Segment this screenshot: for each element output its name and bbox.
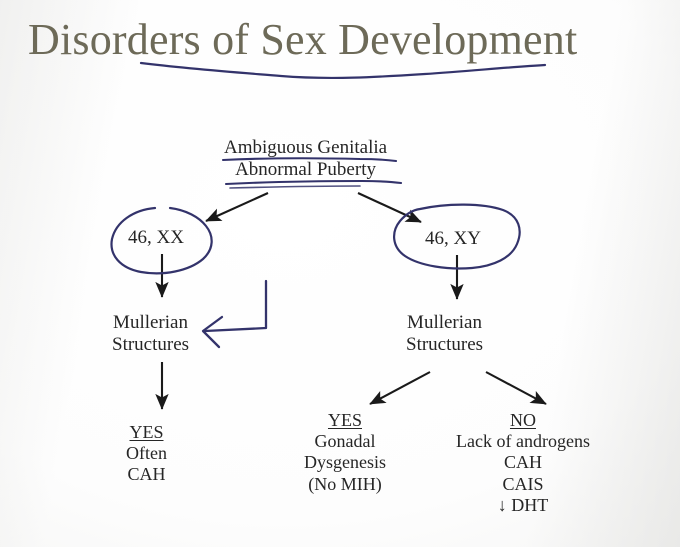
outcome-left: YES Often CAH <box>126 422 167 486</box>
node-karyotype-46xy-label: 46, XY <box>425 228 481 249</box>
node-root: Ambiguous Genitalia Abnormal Puberty <box>224 137 387 182</box>
outcome-left-line2: CAH <box>127 464 166 485</box>
node-karyotype-46xy: 46, XY <box>425 228 481 250</box>
ink-underline-ambiguous-genitalia <box>221 157 398 163</box>
ink-underline-abnormal-puberty-2 <box>229 185 361 189</box>
ink-circle-46xy <box>393 203 521 270</box>
outcome-right: NO Lack of androgens CAH CAIS ↓ DHT <box>456 410 590 516</box>
node-mullerian-right-line2: Structures <box>406 334 484 356</box>
outcome-middle-answer: YES <box>327 410 362 430</box>
arrow-root-to-46xx <box>205 192 269 222</box>
node-mullerian-left-line1: Mullerian <box>113 312 188 333</box>
outcome-left-answer: YES <box>129 422 164 442</box>
arrow-mullerian-right-to-yes <box>369 371 431 405</box>
node-mullerian-structures-left: Mullerian Structures <box>112 312 189 357</box>
arrow-root-to-46xy <box>357 192 422 223</box>
node-mullerian-right-line1: Mullerian <box>407 312 482 333</box>
outcome-middle-line2: Dysgenesis <box>304 452 386 473</box>
outcome-middle-line3: (No MIH) <box>308 473 382 494</box>
outcome-middle-line1: Gonadal <box>314 431 376 452</box>
ink-pointer-to-mullerian-left <box>203 279 268 333</box>
ink-pointer-arrowhead <box>201 315 224 349</box>
node-karyotype-46xx-label: 46, XX <box>128 227 184 248</box>
outcome-right-line3: CAIS <box>502 473 544 494</box>
node-mullerian-structures-right: Mullerian Structures <box>406 312 483 357</box>
ink-underline-abnormal-puberty <box>224 179 403 186</box>
node-root-line2: Abnormal Puberty <box>235 159 376 181</box>
page-title: Disorders of Sex Development <box>28 15 578 64</box>
ink-title-underline <box>139 61 547 80</box>
outcome-left-line1: Often <box>126 443 167 464</box>
node-karyotype-46xx: 46, XX <box>128 227 184 249</box>
outcome-right-answer: NO <box>509 410 536 430</box>
arrow-mullerian-right-to-no <box>485 371 547 405</box>
outcome-middle: YES Gonadal Dysgenesis (No MIH) <box>304 410 386 495</box>
ink-circle-46xx <box>110 206 213 275</box>
node-mullerian-left-line2: Structures <box>112 334 190 356</box>
outcome-right-line2: CAH <box>503 452 542 473</box>
outcome-right-line4: ↓ DHT <box>497 494 549 515</box>
node-root-line1: Ambiguous Genitalia <box>224 137 388 158</box>
outcome-right-line1: Lack of androgens <box>456 431 590 452</box>
